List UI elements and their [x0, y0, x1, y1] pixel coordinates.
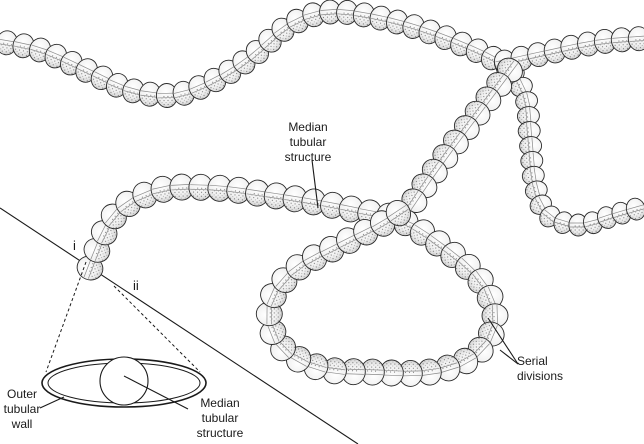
bead-segment [138, 81, 161, 107]
label-median-upper: Median tubular structure [285, 120, 332, 164]
bead-segment [519, 136, 543, 156]
label-serial-line1: Serial [517, 354, 548, 368]
leader-outer-wall [39, 396, 65, 409]
filament-diagonal [401, 57, 523, 213]
bead-segment [360, 358, 385, 386]
section-plane-line [0, 207, 359, 444]
leader-median-lower [123, 375, 189, 410]
bead-segment [476, 284, 504, 310]
label-median-lower-line3: structure [197, 426, 244, 440]
bead-segment [611, 201, 632, 225]
cut-label-ii: ii [133, 278, 139, 293]
label-median-upper-line1: Median [288, 120, 327, 134]
bead-segment [610, 27, 633, 53]
bead-segment [379, 359, 404, 387]
bead-segment [263, 182, 289, 210]
bead-segment [322, 357, 347, 385]
bead-segment [90, 65, 114, 90]
bead-segment [226, 176, 251, 204]
label-median-upper-line2: tubular [290, 135, 327, 149]
bead-segment [625, 197, 644, 221]
bead-segment [302, 2, 325, 28]
label-median-lower-line1: Median [200, 396, 239, 410]
cross-section [41, 356, 207, 408]
leader-median-upper [311, 159, 319, 209]
filament-chains [0, 0, 644, 387]
label-median-lower-line2: tubular [202, 411, 239, 425]
bead-segment [155, 83, 178, 108]
bead-segment [398, 359, 423, 387]
bead-segment [520, 151, 544, 171]
bead-segment [232, 50, 256, 75]
bead-segment [435, 354, 461, 382]
median-tubular-structure-section [99, 356, 149, 406]
leader-serial-2 [499, 349, 519, 365]
bead-segment [527, 42, 550, 67]
bead-segment [282, 185, 308, 213]
bead-segment [352, 2, 375, 28]
bead-segment [627, 26, 644, 52]
projection-line-left [45, 261, 87, 373]
bead-segment [385, 200, 412, 227]
label-outer-wall-line2: tubular [4, 402, 41, 416]
label-serial-divisions: Serial divisions [517, 354, 563, 383]
bead-segment [521, 165, 545, 186]
filament-lower-loop [76, 173, 509, 387]
leader-serial-1 [487, 317, 519, 365]
bead-segment [486, 72, 513, 97]
label-outer-wall-line3: wall [11, 417, 33, 431]
bead-segment [320, 191, 345, 219]
bead-segment [338, 195, 364, 223]
label-outer-wall: Outer tubular wall [4, 387, 41, 431]
label-median-upper-line3: structure [285, 150, 332, 164]
bead-segment [245, 179, 270, 207]
projection-line-right [113, 285, 201, 373]
bead-segment [122, 78, 145, 104]
bead-segment [207, 174, 232, 202]
bead-segment [336, 0, 359, 25]
bead-segment [12, 33, 35, 59]
cut-label-i: i [73, 238, 76, 253]
label-median-lower: Median tubular structure [197, 396, 244, 440]
label-serial-line2: divisions [517, 369, 563, 383]
bead-segment [341, 358, 366, 386]
filament-upper [0, 0, 519, 108]
label-outer-wall-line1: Outer [7, 387, 37, 401]
